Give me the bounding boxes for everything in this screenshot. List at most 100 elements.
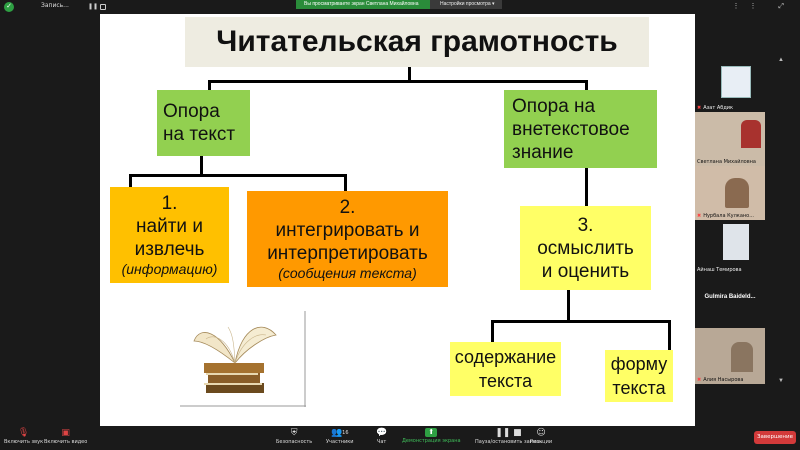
box-note: (сообщения текста) [278, 265, 417, 281]
meeting-toolbar: 🎙 Включить звук ▣ Включить видео ⛨ Безоп… [0, 426, 800, 450]
connector-line [567, 289, 570, 322]
connector-line [208, 80, 588, 83]
pause-stop-recording-button[interactable]: ❚❚ ■ Пауза/остановить запись [475, 428, 542, 445]
chat-label: Чат [376, 439, 387, 445]
start-video-label: Включить видео [44, 439, 88, 445]
share-screen-label: Демонстрация экрана [402, 438, 461, 444]
chat-icon: 💬 [376, 428, 388, 438]
connector-line [491, 320, 494, 342]
participant-name: ✖Нурбала Кулкано... [697, 213, 754, 219]
end-meeting-button[interactable]: Завершение [754, 431, 796, 444]
form-box: форму текста [605, 350, 673, 402]
participant-name-label: Азат Абдик [703, 105, 734, 111]
box-label: и оценить [541, 260, 630, 282]
participants-label: Участники [326, 439, 354, 445]
pause-recording-icon[interactable]: ❚❚ [88, 4, 99, 10]
participants-count: 16 [342, 430, 349, 436]
participant-name-label: Светлана Михайловна [697, 159, 756, 165]
integrate-interpret-box: 2. интегрировать и интерпретировать (соо… [247, 191, 448, 287]
panel-scroll-up-icon[interactable]: ▲ [778, 57, 784, 63]
recording-status: Запись... [41, 2, 69, 9]
pause-stop-label: Пауза/остановить запись [475, 439, 542, 445]
box-label: текста [612, 378, 666, 398]
box-label: осмыслить [537, 237, 634, 259]
mic-muted-icon: ✖ [697, 105, 702, 111]
box-label: содержание [454, 347, 557, 367]
content-box: содержание текста [450, 342, 561, 396]
participant-name: ✖Азат Абдик [697, 105, 733, 111]
participants-icon: 👥16 [330, 428, 349, 438]
box-label: внетекстовое [512, 118, 630, 140]
reactions-label: Реакции [530, 439, 553, 445]
panel-scroll-down-icon[interactable]: ▼ [778, 378, 784, 384]
shield-icon: ⛨ [290, 428, 298, 438]
box-label: извлечь [134, 239, 205, 260]
participant-name-label: Gulmira Baideld... [704, 294, 756, 300]
view-settings-button[interactable]: Настройки просмотра ▾ [430, 0, 502, 9]
mic-muted-icon: ✖ [697, 213, 702, 219]
participant-name-label: Нурбала Кулкано... [703, 213, 754, 219]
box-label: 1. [161, 193, 178, 214]
connector-line [668, 320, 671, 350]
top-bar: ✓ Запись... ❚❚ Вы просматриваете экран С… [0, 0, 800, 14]
participant-name: Gulmira Baideld... [695, 294, 765, 300]
participant-tile[interactable]: Светлана Михайловна [695, 112, 765, 166]
encryption-shield-icon[interactable]: ✓ [4, 2, 14, 12]
text-support-box: Опора на текст [157, 90, 250, 156]
participant-name-label: Алия Насырова [703, 377, 744, 383]
box-label: 2. [339, 197, 356, 218]
connector-line [208, 80, 211, 92]
stop-recording-icon[interactable] [100, 4, 106, 10]
find-extract-box: 1. найти и извлечь (информацию) [110, 187, 229, 283]
participant-tile[interactable]: ✖Алия Насырова [695, 328, 765, 384]
unmute-label: Включить звук [4, 439, 44, 445]
slide-title: Читательская грамотность [185, 17, 649, 67]
box-label: 3. [577, 214, 594, 236]
reactions-button[interactable]: ☺ Реакции [530, 428, 552, 445]
participant-name: Айнаш Темирова [697, 267, 742, 273]
box-label: знание [512, 141, 574, 163]
window-controls[interactable]: ⋮⋮ ⤢ [732, 3, 794, 10]
unmute-button[interactable]: 🎙 Включить звук [4, 428, 43, 445]
share-screen-icon: ⬆ [425, 428, 438, 437]
reactions-icon: ☺ [536, 428, 546, 438]
participant-name: Светлана Михайловна [697, 159, 756, 165]
view-settings-label: Настройки просмотра [440, 1, 491, 7]
extratext-support-box: Опора на внетекстовое знание [504, 90, 657, 168]
share-screen-button[interactable]: ⬆ Демонстрация экрана [402, 428, 461, 444]
security-button[interactable]: ⛨ Безопасность [276, 428, 312, 445]
reflect-evaluate-box: 3. осмыслить и оценить [520, 206, 651, 290]
participant-tile[interactable]: Айнаш Темирова [695, 220, 765, 274]
participant-name: ✖Алия Насырова [697, 377, 743, 383]
participants-button[interactable]: 👥16 Участники [326, 428, 354, 445]
chat-button[interactable]: 💬 Чат [376, 428, 387, 445]
participant-video [721, 66, 751, 98]
box-label: интерпретировать [267, 243, 428, 264]
participant-tile[interactable]: Gulmira Baideld... [695, 274, 765, 328]
box-label: найти и [136, 216, 203, 237]
participant-video [731, 342, 753, 372]
box-label: на текст [163, 124, 236, 145]
start-video-button[interactable]: ▣ Включить видео [44, 428, 87, 445]
connector-line [585, 80, 588, 92]
participant-tile[interactable]: ✖Нурбала Кулкано... [695, 166, 765, 220]
box-label: текста [478, 371, 533, 391]
participant-tile[interactable]: ✖Азат Абдик [695, 56, 765, 112]
camera-off-icon: ▣ [61, 428, 70, 438]
participant-name-label: Айнаш Темирова [697, 267, 742, 273]
connector-line [129, 174, 132, 187]
connector-line [491, 320, 671, 323]
box-label: Опора на [512, 95, 596, 117]
connector-line [344, 174, 347, 191]
microphone-muted-icon: 🎙 [17, 428, 30, 438]
participant-video [723, 224, 749, 260]
open-book-image [180, 311, 306, 407]
viewing-screen-banner: Вы просматриваете экран Светлана Михайло… [296, 0, 430, 9]
shared-slide: Читательская грамотность Опора на текст … [100, 14, 695, 426]
pause-stop-icon: ❚❚ ■ [495, 428, 522, 438]
connector-line [129, 174, 347, 177]
connector-line [200, 155, 203, 177]
participant-video [741, 120, 761, 148]
security-label: Безопасность [276, 439, 313, 445]
